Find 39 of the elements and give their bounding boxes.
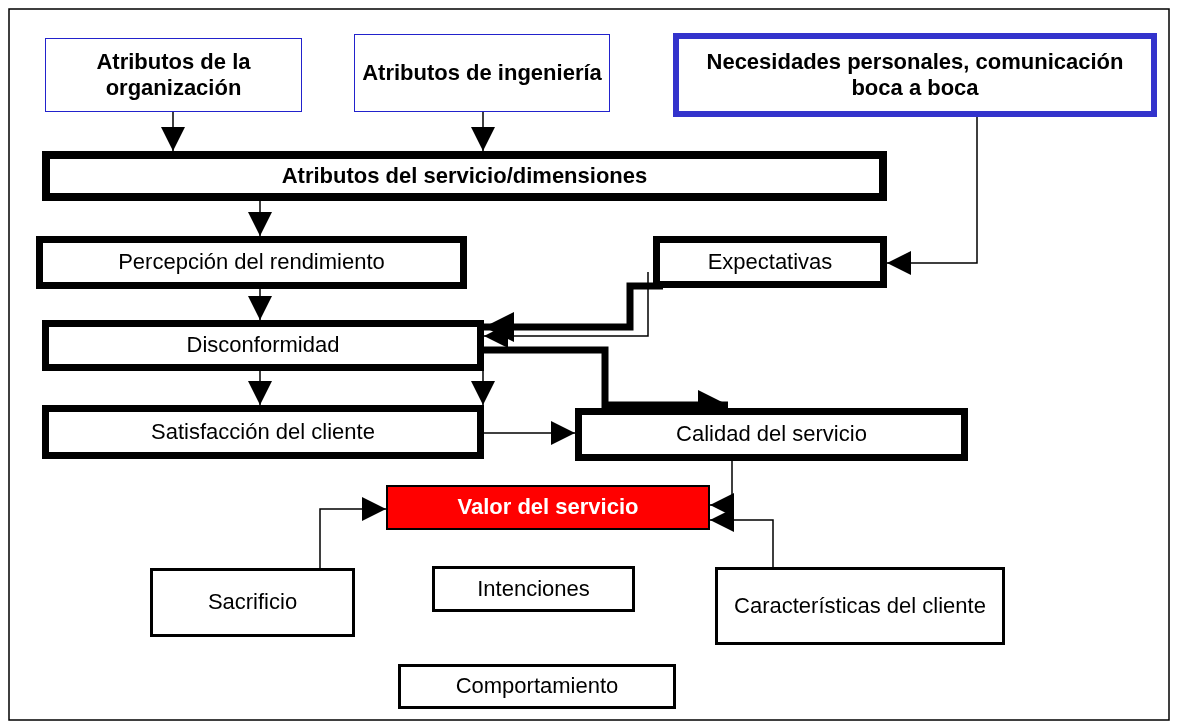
- box-label: Atributos de la organización: [95, 48, 252, 102]
- arrow: [248, 370, 272, 406]
- box-label: Características del cliente: [733, 592, 987, 620]
- process-box: [653, 236, 887, 288]
- box-label: Valor del servicio: [456, 494, 640, 521]
- box-label: Disconformidad: [185, 332, 341, 359]
- arrow: [471, 370, 495, 406]
- process-box: [673, 33, 1157, 117]
- arrow: [471, 111, 495, 152]
- box-label: Calidad del servicio: [675, 421, 868, 448]
- box-label: Atributos de ingeniería: [361, 59, 603, 87]
- process-box: [150, 568, 355, 637]
- box-label: Atributos del servicio/dimensiones: [280, 162, 649, 190]
- box-label: Sacrificio: [206, 589, 299, 616]
- arrow: [484, 282, 663, 342]
- arrow: [483, 421, 576, 445]
- process-box: [42, 405, 484, 459]
- arrow: [248, 288, 272, 321]
- process-box: [575, 408, 968, 461]
- arrow: [886, 116, 978, 275]
- box-label: Satisfacción del cliente: [150, 418, 376, 446]
- highlighted-box: [386, 485, 710, 530]
- process-box: [42, 320, 484, 371]
- box-label: Intenciones: [476, 575, 591, 603]
- process-box: [45, 38, 302, 112]
- arrow: [319, 497, 387, 569]
- box-label: Comportamiento: [454, 673, 620, 700]
- process-box: [432, 566, 635, 612]
- box-label: Necesidades personales, comunicación boca a boca: [705, 48, 1125, 102]
- arrow: [248, 200, 272, 237]
- box-label: Expectativas: [706, 248, 834, 276]
- arrow: [161, 111, 185, 152]
- process-box: [354, 34, 610, 112]
- arrow: [483, 271, 649, 348]
- box-label: Percepción del rendimiento: [117, 249, 386, 276]
- process-box: [42, 151, 887, 201]
- process-box: [715, 567, 1005, 645]
- process-box: [398, 664, 676, 709]
- process-box: [36, 236, 467, 289]
